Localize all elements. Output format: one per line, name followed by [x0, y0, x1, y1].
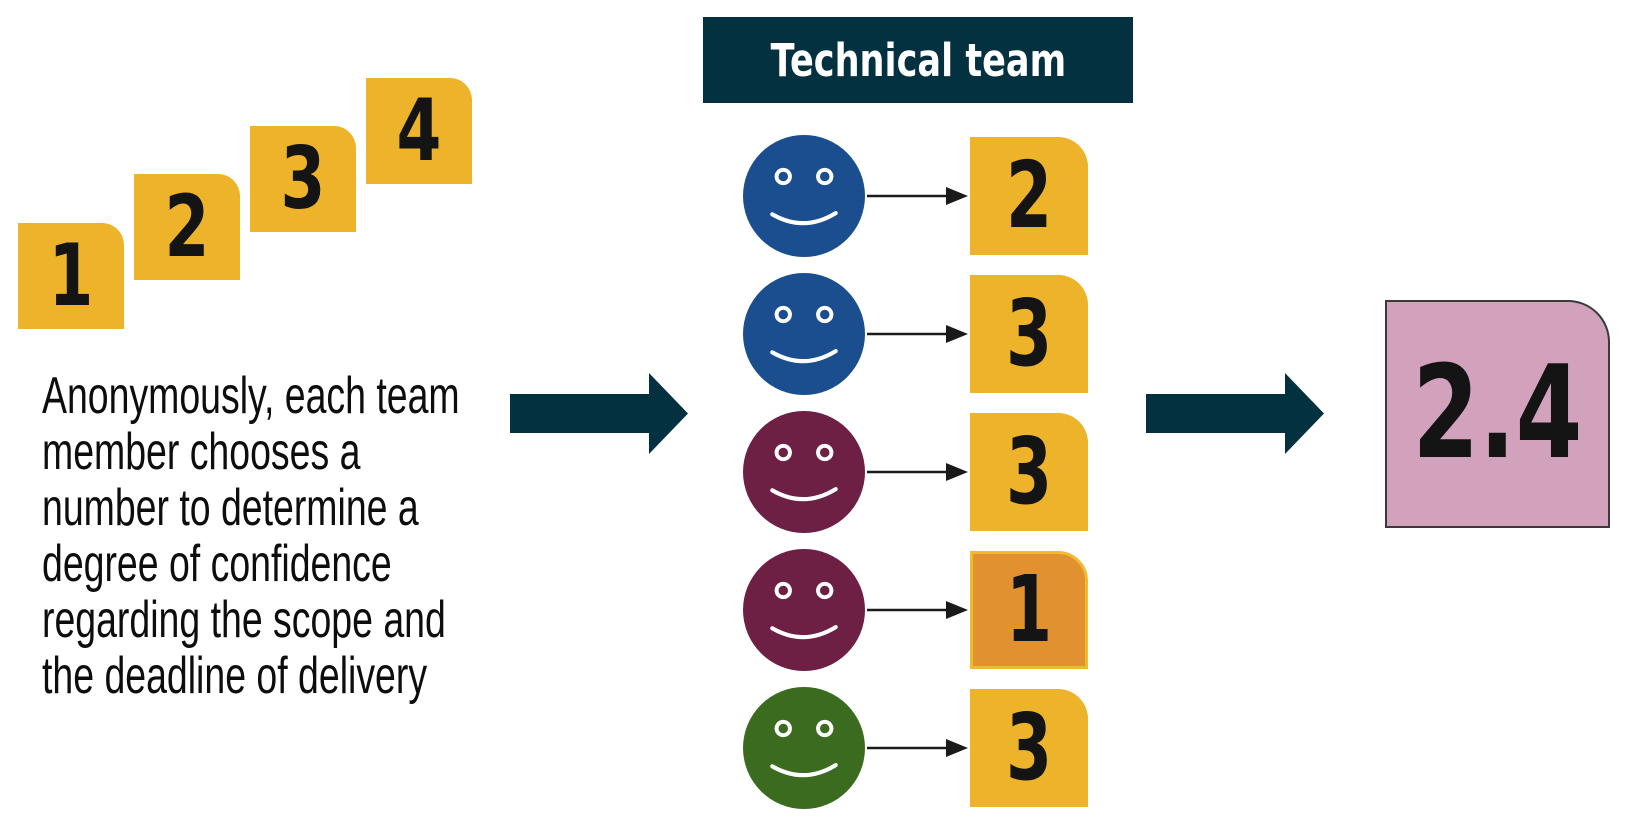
smiley-face-icon	[743, 549, 865, 671]
scale-note-2-label: 2	[164, 177, 210, 277]
vote-note: 3	[970, 275, 1088, 393]
vote-arrow-icon	[867, 325, 968, 343]
description-text-line: degree of confidence	[42, 535, 392, 593]
description-text-line: Anonymously, each team	[42, 367, 460, 425]
smiley-face-icon	[743, 273, 865, 395]
description-text-line: member chooses a	[42, 423, 361, 481]
smiley-face-icon	[743, 135, 865, 257]
right-arrow-icon	[510, 373, 688, 454]
scale-note-1-label: 1	[48, 226, 94, 326]
vote-value: 3	[1005, 280, 1053, 387]
description-text-line: the deadline of delivery	[42, 647, 428, 705]
scale-note-3: 3	[250, 126, 356, 232]
smiley-face-icon	[743, 411, 865, 533]
description-text-line: regarding the scope and	[42, 591, 446, 649]
vote-value: 3	[1005, 694, 1053, 801]
vote-note: 3	[970, 689, 1088, 807]
vote-value: 1	[1005, 556, 1053, 663]
team-panel-header: Technical team	[703, 17, 1133, 103]
vote-note: 1	[970, 551, 1088, 669]
vote-note: 2	[970, 137, 1088, 255]
vote-arrow-icon	[867, 187, 968, 205]
right-arrow-icon	[1146, 373, 1324, 454]
average-value: 2.4	[1412, 339, 1583, 488]
scale-note-3-label: 3	[280, 129, 326, 229]
vote-arrow-icon	[867, 463, 968, 481]
vote-value: 3	[1005, 418, 1053, 525]
scale-note-4-label: 4	[396, 81, 442, 181]
description-text: Anonymously, each team member chooses a …	[42, 368, 622, 704]
scale-note-1: 1	[18, 223, 124, 329]
result-note: 2.4	[1385, 300, 1610, 528]
vote-note: 3	[970, 413, 1088, 531]
scale-note-4: 4	[366, 78, 472, 184]
team-panel-title: Technical team	[770, 33, 1066, 87]
smiley-face-icon	[743, 687, 865, 809]
vote-arrow-icon	[867, 601, 968, 619]
scale-note-2: 2	[134, 174, 240, 280]
vote-arrow-icon	[867, 739, 968, 757]
vote-value: 2	[1005, 142, 1053, 249]
description-text-line: number to determine a	[42, 479, 419, 537]
